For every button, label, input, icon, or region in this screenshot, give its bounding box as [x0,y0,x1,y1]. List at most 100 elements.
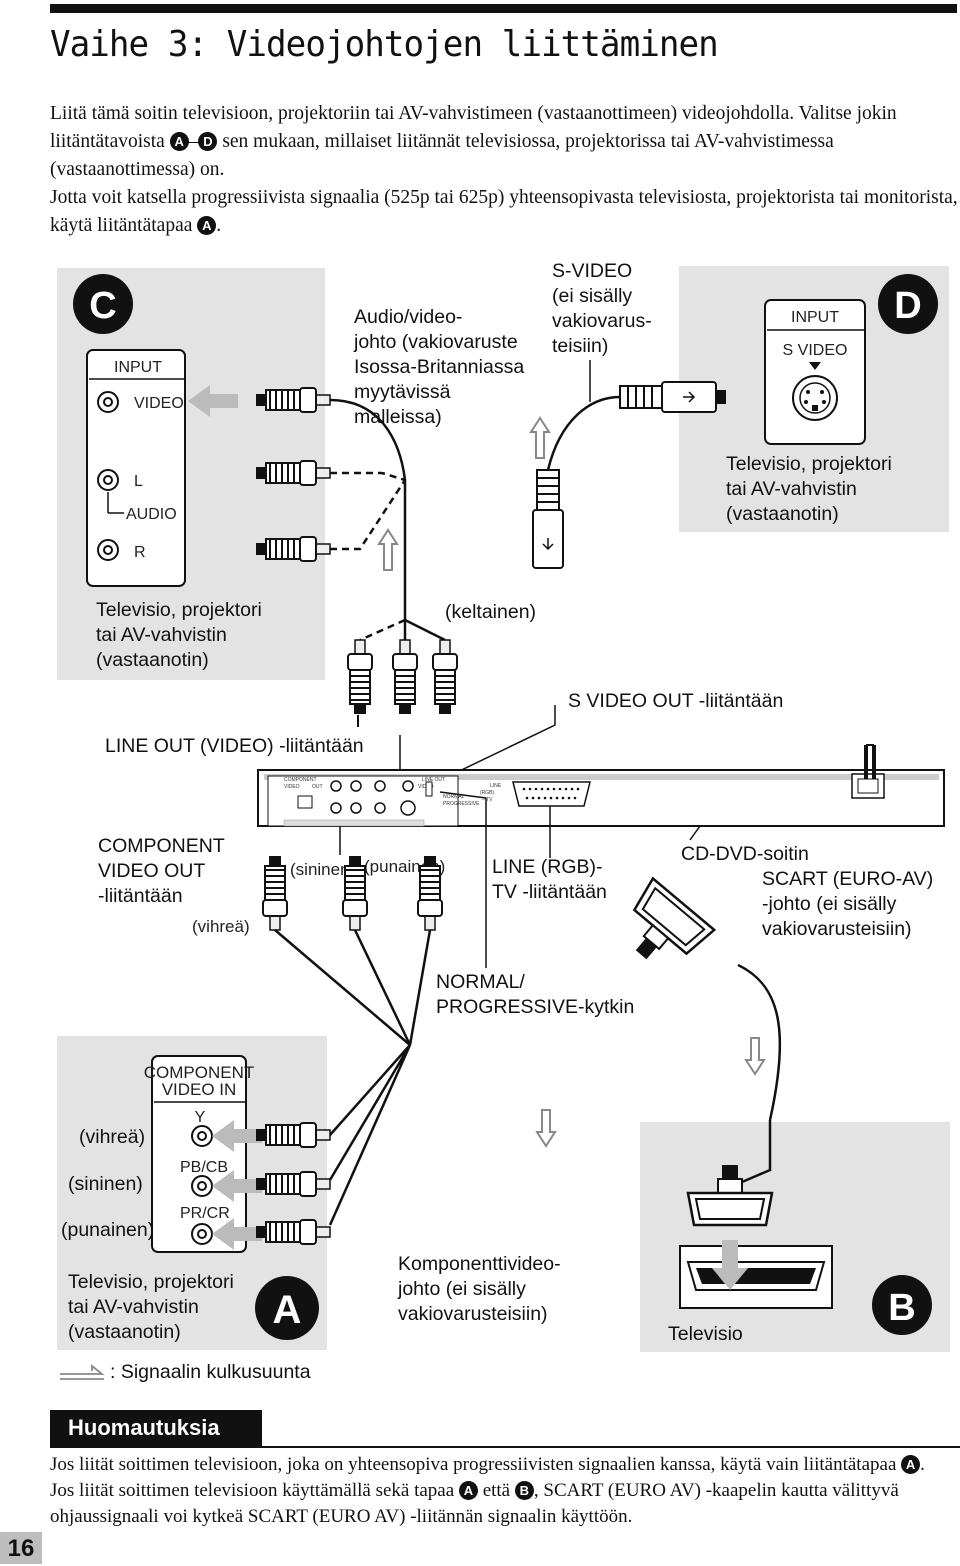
notes-heading: Huomautuksia [50,1410,262,1446]
svg-text:Isossa-Britanniassa: Isossa-Britanniassa [354,356,524,378]
component-y-plug [262,855,288,931]
tv-c-label: Televisio, projektori [96,599,262,621]
av-cable-label: Audio/video- [354,306,462,328]
signal-flow-legend: : Signaalin kulkusuunta [110,1361,311,1383]
svg-text:TV -liitäntään: TV -liitäntään [492,881,607,903]
method-b-badge: B [514,1481,534,1500]
scart-plug-player [632,876,717,960]
method-a-badge: A [197,216,217,235]
svg-text:LINE: LINE [490,783,502,789]
signal-flow-legend-icon [60,1364,105,1380]
svideo-plug-tv [619,381,726,413]
line-out-video-label: LINE OUT (VIDEO) -liitäntään [105,735,364,757]
tv-b-label: Televisio [668,1323,743,1345]
green-label: (vihreä) [192,917,250,936]
audio-label: AUDIO [126,506,177,523]
input-label: INPUT [791,309,839,326]
notes-text: Jos liität soittimen televisioon, joka o… [50,1454,925,1527]
svg-text:johto (vakiovaruste: johto (vakiovaruste [353,331,518,353]
tv-a-label: Televisio, projektori [68,1271,234,1293]
audio-r-plug-player [392,639,418,715]
svg-text:teisiin): teisiin) [552,335,608,357]
component-cable-label: Komponenttivideo- [398,1253,561,1275]
svg-text:(vastaanotin): (vastaanotin) [68,1321,181,1343]
svg-text:(vastaanotin): (vastaanotin) [96,649,209,671]
intro-text: Liitä tämä soitin televisioon, projektor… [50,100,960,240]
video-plug-player [432,639,458,715]
component-out-label: COMPONENT [98,835,225,857]
method-a-badge: A [901,1455,921,1474]
a-green-label: (vihreä) [79,1126,145,1148]
method-a-letter: A [273,1288,302,1332]
signal-arrow [535,1109,557,1148]
page-title: Vaihe 3: Videojohtojen liittäminen [50,24,719,65]
signal-arrow [744,1037,766,1076]
player-label: CD-DVD-soitin [681,843,809,865]
line-rgb-label: LINE (RGB)- [492,856,603,878]
method-b-marker [872,1275,932,1335]
svg-text:tai AV-vahvistin: tai AV-vahvistin [68,1296,199,1318]
svg-text:vakiovarus-: vakiovarus- [552,310,652,332]
svg-text:vakiovarusteisiin): vakiovarusteisiin) [398,1303,548,1325]
svideo-cable-label: S-VIDEO [552,260,632,282]
svg-text:(RGB): (RGB) [480,790,495,796]
method-c-letter: C [89,285,116,327]
player-rear-panel: COMPONENT VIDEO OUT LINE OUT VIDEO NORMA… [257,744,945,827]
tv-scart-socket [679,1240,833,1309]
method-b-letter: B [888,1287,915,1329]
tv-d-input-panel [764,299,866,445]
intro-paragraph-2: Jotta voit katsella progressiivista sign… [50,187,958,236]
pb-label: PB/CB [180,1159,228,1176]
svg-text:johto (ei sisälly: johto (ei sisälly [397,1278,526,1300]
svg-text:OUT: OUT [312,784,323,790]
audio-l-plug-player [347,639,373,715]
page-number: 16 [0,1532,42,1564]
pr-label: PR/CR [180,1205,230,1222]
svg-text:vakiovarusteisiin): vakiovarusteisiin) [762,918,912,940]
scart-plug-tv [686,1165,774,1227]
blue-label: (sininen) [290,860,355,879]
svg-text:LINE OUT: LINE OUT [422,777,445,783]
method-d-marker [878,274,938,334]
svg-text:(ei sisälly: (ei sisälly [552,285,632,307]
a-blue-label: (sininen) [68,1173,143,1195]
svideo-plug-player [532,469,564,569]
component-in-label: COMPONENT [144,1063,255,1082]
svg-text:-liitäntään: -liitäntään [98,885,183,907]
svg-text:myytävissä: myytävissä [354,381,451,403]
svg-text:NORMAL: NORMAL [443,794,465,800]
svg-text:VIDEO OUT: VIDEO OUT [98,860,205,882]
svg-text:tai AV-vahvistin: tai AV-vahvistin [96,624,227,646]
l-label: L [134,473,143,490]
video-jack [97,391,119,413]
svideo-label: S VIDEO [783,342,848,359]
notes-divider [50,1446,960,1448]
signal-arrow [529,416,551,459]
method-d-badge: D [198,132,218,151]
connection-diagram: C INPUT VIDEO L AUDIO R Televisio, proje… [57,260,950,1383]
tv-a-input-panel [151,1055,247,1253]
svg-text:VIDEO IN: VIDEO IN [162,1080,237,1099]
method-d-letter: D [894,285,921,327]
svg-text:VIDEO: VIDEO [284,784,300,790]
input-label: INPUT [114,359,162,376]
svg-text:-johto (ei sisälly: -johto (ei sisälly [762,893,897,915]
r-label: R [134,544,146,561]
component-pb-plug [342,855,368,931]
pb-jack [191,1175,213,1197]
svg-text:– TV: – TV [482,797,493,803]
method-a-badge: A [458,1481,478,1500]
method-a-marker [255,1276,319,1340]
yellow-label: (keltainen) [445,601,536,623]
svideo-jack [792,375,838,421]
component-pr-plug [417,855,443,931]
switch-label: NORMAL/ [436,971,525,993]
y-label: Y [195,1109,206,1126]
audio-r-jack [97,539,119,561]
tv-d-label: Televisio, projektori [726,453,892,475]
svg-text:PROGRESSIVE: PROGRESSIVE [443,801,480,807]
audio-l-jack [97,469,119,491]
signal-arrow [377,528,399,571]
svg-text:(vastaanotin): (vastaanotin) [726,503,839,525]
scart-cable-label: SCART (EURO-AV) [762,868,933,890]
